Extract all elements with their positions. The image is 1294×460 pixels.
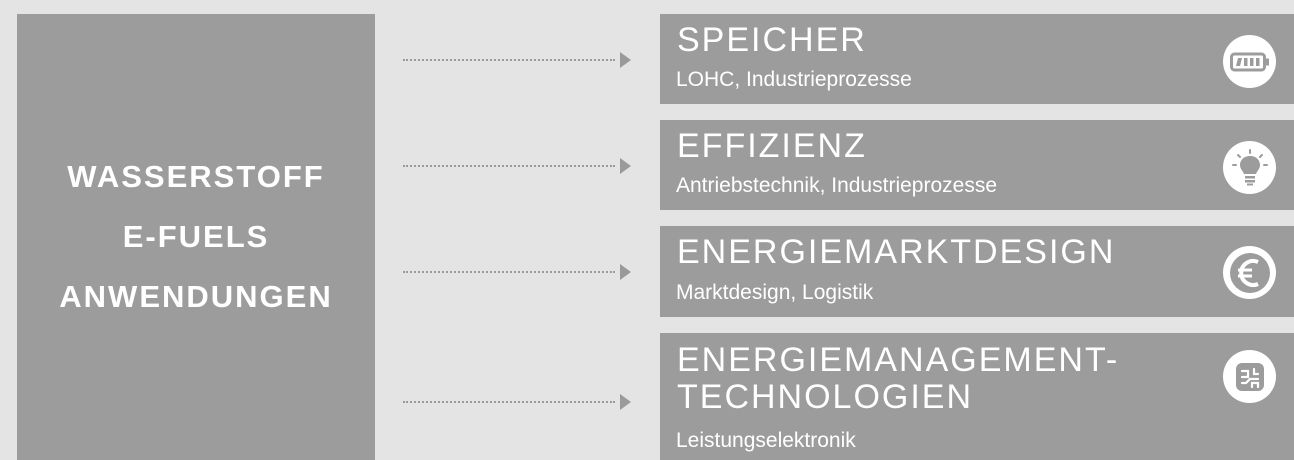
box-title-line2: TECHNOLOGIEN	[677, 378, 974, 416]
dotted-line	[403, 165, 615, 167]
arrow-head-icon	[620, 394, 631, 410]
box-subtitle: LOHC, Industrieprozesse	[676, 68, 912, 91]
connector-arrow-effizienz	[403, 156, 631, 176]
dotted-line	[403, 401, 615, 403]
arrow-head-icon	[620, 158, 631, 174]
arrow-head-icon	[620, 52, 631, 68]
box-title: SPEICHER	[677, 21, 867, 59]
circuit-icon	[1223, 350, 1276, 403]
dotted-line	[403, 271, 615, 273]
box-subtitle: Marktdesign, Logistik	[676, 281, 874, 304]
connector-arrow-speicher	[403, 50, 631, 70]
battery-icon	[1223, 35, 1276, 88]
topic-wasserstoff: WASSERSTOFF	[67, 159, 325, 194]
box-title-line1: ENERGIEMANAGEMENT-	[677, 341, 1120, 379]
euro-icon	[1223, 246, 1276, 299]
box-energiemarktdesign: ENERGIEMARKTDESIGN Marktdesign, Logistik	[660, 226, 1294, 317]
box-title: ENERGIEMARKTDESIGN	[677, 233, 1116, 271]
box-effizienz: EFFIZIENZ Antriebstechnik, Industrieproz…	[660, 120, 1294, 210]
connector-arrow-energiemanagement	[403, 392, 631, 412]
topic-e-fuels: E-FUELS	[122, 219, 270, 254]
lightbulb-icon	[1223, 141, 1276, 194]
box-subtitle: Antriebstechnik, Industrieprozesse	[676, 174, 997, 197]
topic-anwendungen: ANWENDUNGEN	[59, 279, 333, 314]
box-energiemanagement-technologien: ENERGIEMANAGEMENT- TECHNOLOGIEN Leistung…	[660, 333, 1294, 460]
arrow-head-icon	[620, 264, 631, 280]
box-speicher: SPEICHER LOHC, Industrieprozesse	[660, 14, 1294, 104]
connector-arrow-energiemarktdesign	[403, 262, 631, 282]
topics-panel: WASSERSTOFF E-FUELS ANWENDUNGEN	[17, 14, 375, 460]
box-title: ENERGIEMANAGEMENT- TECHNOLOGIEN	[677, 342, 1119, 416]
box-subtitle: Leistungselektronik	[676, 429, 856, 452]
dotted-line	[403, 59, 615, 61]
box-title: EFFIZIENZ	[677, 127, 867, 165]
